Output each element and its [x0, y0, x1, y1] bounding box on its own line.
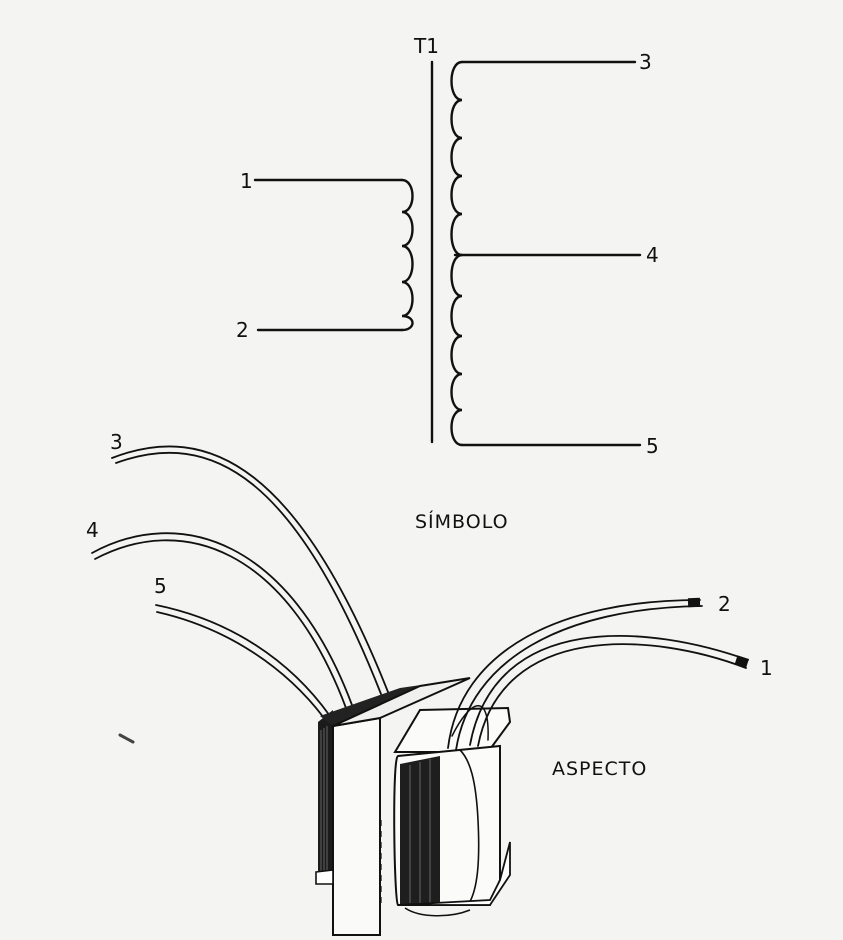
wire-1-label: 1 [760, 656, 773, 680]
pin-4-label: 4 [646, 243, 659, 267]
aspect-caption: ASPECTO [552, 758, 648, 780]
pin-3-label: 3 [639, 50, 652, 74]
wire-4-label: 4 [86, 518, 99, 542]
pin-1-label: 1 [240, 169, 253, 193]
wire-3 [111, 445, 389, 695]
bobbin [393, 706, 512, 917]
wire-4 [91, 532, 353, 709]
transformer-ref-label: T1 [414, 34, 439, 58]
transformer-core [315, 677, 471, 936]
symbol-caption: SÍMBOLO [415, 511, 509, 533]
pin-5-label: 5 [646, 434, 659, 458]
wire-1 [469, 635, 749, 747]
wire-2 [447, 599, 703, 751]
wire-3-label: 3 [110, 430, 123, 454]
wire-2-label: 2 [718, 592, 731, 616]
pin-2-label: 2 [236, 318, 249, 342]
wire-5 [155, 604, 331, 719]
wire-5-label: 5 [154, 574, 167, 598]
primary-coil [400, 178, 414, 332]
